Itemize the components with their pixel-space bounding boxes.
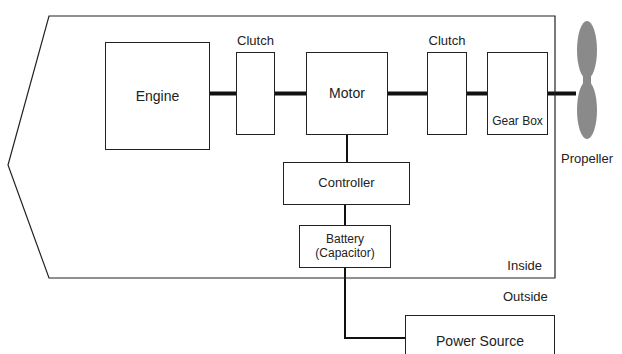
part-label: Clutch — [429, 34, 466, 49]
part-label: Gear Box — [492, 115, 543, 129]
part-label: Engine — [136, 88, 180, 104]
hull-outline: EngineClutchMotorClutchGear BoxControlle… — [6, 15, 556, 279]
power-line — [344, 205, 346, 225]
region-label: Inside — [507, 259, 542, 274]
drive-shaft — [275, 92, 306, 96]
region-label: Outside — [503, 289, 548, 304]
clutch-box: Clutch — [427, 52, 467, 135]
battery-box: Battery (Capacitor) — [299, 225, 391, 268]
propeller-blade — [577, 81, 597, 139]
drive-shaft — [467, 92, 487, 96]
propeller-blade — [577, 21, 597, 79]
drive-shaft — [548, 92, 576, 96]
gearbox-box: Gear Box — [487, 52, 548, 135]
part-label: Motor — [329, 85, 365, 101]
motor-box: Motor — [306, 52, 388, 135]
power-line — [346, 135, 348, 162]
drive-shaft — [210, 92, 236, 96]
clutch-box: Clutch — [236, 52, 275, 135]
hull-line — [8, 16, 555, 278]
part-label: Propeller — [561, 152, 613, 167]
propeller-hub — [583, 72, 591, 88]
part-label: Clutch — [237, 34, 274, 49]
engine-box: Engine — [105, 42, 210, 150]
propeller-shape — [576, 20, 598, 140]
power-source-box: Power Source — [405, 315, 555, 354]
controller-box: Controller — [283, 162, 410, 205]
part-label: Controller — [318, 176, 374, 191]
hull-shape — [6, 15, 556, 279]
drive-shaft — [388, 92, 427, 96]
part-label: Power Source — [436, 333, 524, 349]
part-label: Battery (Capacitor) — [303, 233, 387, 261]
propeller-symbol: Propeller — [576, 20, 598, 140]
